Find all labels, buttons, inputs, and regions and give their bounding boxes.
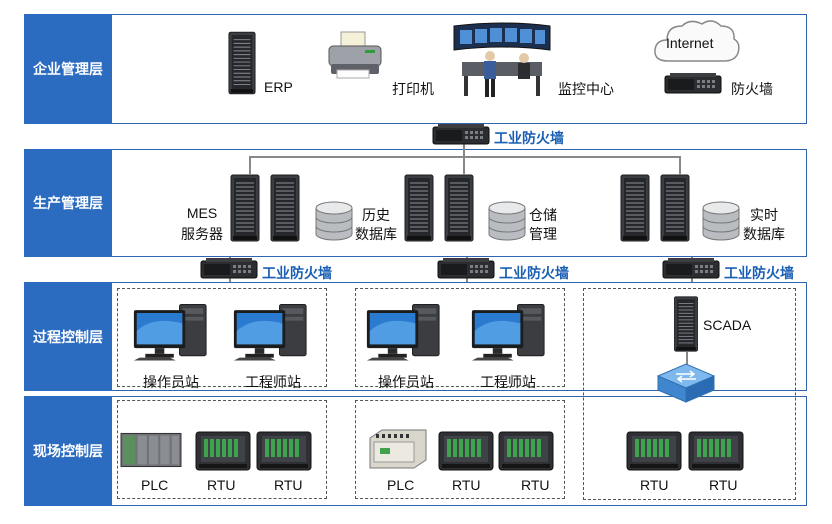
erp-label: ERP [264,79,293,95]
warehouse-server-icon [444,174,474,242]
plc-label: PLC [387,477,415,493]
rtu-label: RTU [521,477,550,493]
connector-line [686,352,688,366]
printer-icon [328,31,382,79]
realtime-db-label: 数据库 [743,226,785,242]
production-bus-line [249,156,680,158]
printer-label: 打印机 [392,81,434,97]
bus-drop-line [463,149,465,174]
monitor-center-icon [453,22,551,97]
enterprise-firewall-label: 防火墙 [731,81,773,97]
engineer-station-label: 工程师站 [245,374,301,390]
rtu-device-icon [688,428,744,474]
mes-label: MES [186,205,218,221]
rtu-label: RTU [274,477,303,493]
industrial-firewall-icon [432,124,490,146]
plc-device-icon [369,429,427,469]
enterprise-firewall-icon [664,72,722,96]
history-db-label: 数据库 [355,226,397,242]
rtu-device-icon [195,428,251,474]
mes-label: 服务器 [181,226,223,242]
operator-station-label: 操作员站 [378,374,434,390]
erp-server-icon [228,28,256,98]
bus-drop-line [679,156,681,174]
warehouse-database-icon [487,200,527,242]
process-group-left [117,288,327,387]
process-group-right [583,288,796,500]
warehouse-label: 仓储 [529,207,557,223]
rtu-device-icon [256,428,312,474]
engineer-station-icon [470,302,546,362]
rtu-label: RTU [640,477,669,493]
scada-label: SCADA [703,317,752,333]
process-layer-label: 过程控制层 [24,282,112,391]
warehouse-server-icon [404,174,434,242]
rtu-device-icon [498,428,554,474]
mes-server-icon [230,174,260,242]
process-group-middle [355,288,565,387]
enterprise-layer-label: 企业管理层 [24,14,112,124]
realtime-server-icon [660,174,690,242]
industrial-firewall-icon [662,258,720,280]
field-group-left [117,400,327,499]
operator-station-label: 操作员站 [143,374,199,390]
industrial-firewall-icon [437,258,495,280]
scada-server-icon [673,296,699,352]
operator-station-icon [132,302,208,362]
operator-station-icon [365,302,441,362]
history-db-label: 历史 [362,207,390,223]
rtu-label: RTU [452,477,481,493]
field-group-middle [355,400,565,499]
plc-label: PLC [141,477,169,493]
bus-drop-line [249,156,251,174]
engineer-station-label: 工程师站 [480,374,536,390]
realtime-server-icon [620,174,650,242]
realtime-db-label: 实时 [750,207,778,223]
internet-cloud-icon [654,20,740,62]
industrial-firewall-label: 工业防火墙 [724,265,794,281]
industrial-firewall-label: 工业防火墙 [499,265,569,281]
industrial-firewall-icon [200,258,258,280]
industrial-firewall-label: 工业防火墙 [494,130,564,146]
industrial-firewall-label: 工业防火墙 [262,265,332,281]
realtime-database-icon [701,200,741,242]
network-switch-icon [656,363,716,403]
monitor-center-label: 监控中心 [558,81,614,97]
rtu-device-icon [626,428,682,474]
rtu-label: RTU [207,477,236,493]
production-layer-label: 生产管理层 [24,149,112,257]
warehouse-label: 管理 [529,226,557,242]
mes-server-icon [270,174,300,242]
plc-device-icon [120,432,182,468]
rtu-device-icon [438,428,494,474]
history-database-icon [314,200,354,242]
field-layer-label: 现场控制层 [24,396,112,506]
rtu-label: RTU [709,477,738,493]
internet-label: Internet [666,35,714,51]
engineer-station-icon [232,302,308,362]
